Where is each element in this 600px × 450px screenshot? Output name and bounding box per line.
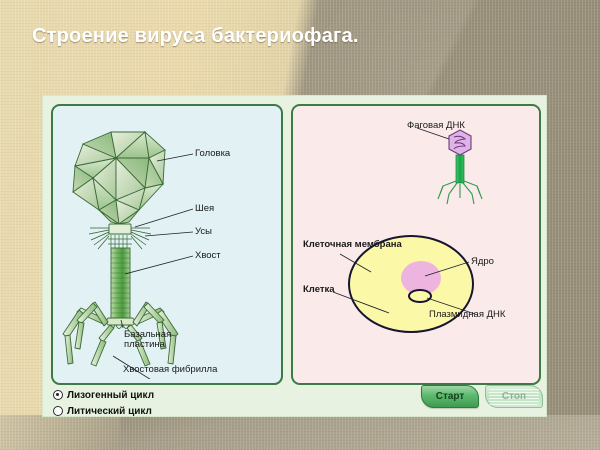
leader-phage-dna <box>416 127 450 140</box>
label-nucleus: Ядро <box>471 256 494 267</box>
action-buttons: Старт Стоп <box>421 384 543 408</box>
cell-leader-lines <box>332 253 476 315</box>
start-button[interactable]: Старт <box>421 385 479 408</box>
label-baseplate-line2: пластина <box>124 339 165 350</box>
phage-tail-fibers <box>62 301 179 367</box>
free-phage-fibers <box>437 180 483 205</box>
phage-tail-sheath <box>110 247 131 321</box>
label-neck: Шея <box>195 203 215 214</box>
radio-label-lysogenic: Лизогенный цикл <box>67 389 155 401</box>
content-card: Головка Шея Усы Хвост Базальная пластина… <box>42 95 547 417</box>
phage-illustration <box>62 130 194 379</box>
stop-button: Стоп <box>485 385 543 408</box>
radio-option-lytic[interactable]: Литический цикл <box>53 404 154 418</box>
label-tail: Хвост <box>195 250 221 261</box>
label-baseplate-line1: Базальная <box>124 329 172 340</box>
background-lower-left-band <box>0 415 120 450</box>
infection-illustration <box>332 127 483 333</box>
plasmid-dna-loop <box>408 289 432 303</box>
phage-tail-striations <box>111 252 130 314</box>
dna-squiggle-icon <box>453 135 467 150</box>
free-phage <box>416 127 483 205</box>
radio-label-lytic: Литический цикл <box>67 405 152 417</box>
left-panel: Головка Шея Усы Хвост Базальная пластина… <box>51 104 283 385</box>
label-phage-dna: Фаговая ДНК <box>407 120 465 131</box>
phage-leader-lines <box>112 153 194 379</box>
free-phage-tail <box>455 154 465 184</box>
radio-button-lytic-icon[interactable] <box>53 406 63 416</box>
right-panel: Клеточная мембрана Клетка Фаговая ДНК Яд… <box>291 104 541 385</box>
label-cell: Клетка <box>303 284 335 295</box>
page-title: Строение вируса бактериофага. <box>32 25 359 47</box>
label-tail-fiber: Хвостовая фибрилла <box>123 364 218 375</box>
cell-nucleus <box>401 261 441 295</box>
cycle-radio-group: Лизогенный цикл Литический цикл <box>53 388 154 420</box>
stop-button-label: Стоп <box>501 391 527 402</box>
phage-neck <box>108 223 132 235</box>
phage-head-icosahedron <box>72 130 166 225</box>
phage-whiskers <box>88 227 152 250</box>
radio-option-lysogenic[interactable]: Лизогенный цикл <box>53 388 154 402</box>
label-whiskers: Усы <box>195 226 212 237</box>
phage-collar-ring <box>108 235 132 249</box>
label-plasmid-dna: Плазмидная ДНК <box>429 309 506 320</box>
radio-button-lysogenic-icon[interactable] <box>53 390 63 400</box>
label-head: Головка <box>195 148 231 159</box>
start-button-label: Старт <box>435 391 465 402</box>
label-cell-membrane: Клеточная мембрана <box>303 239 402 250</box>
